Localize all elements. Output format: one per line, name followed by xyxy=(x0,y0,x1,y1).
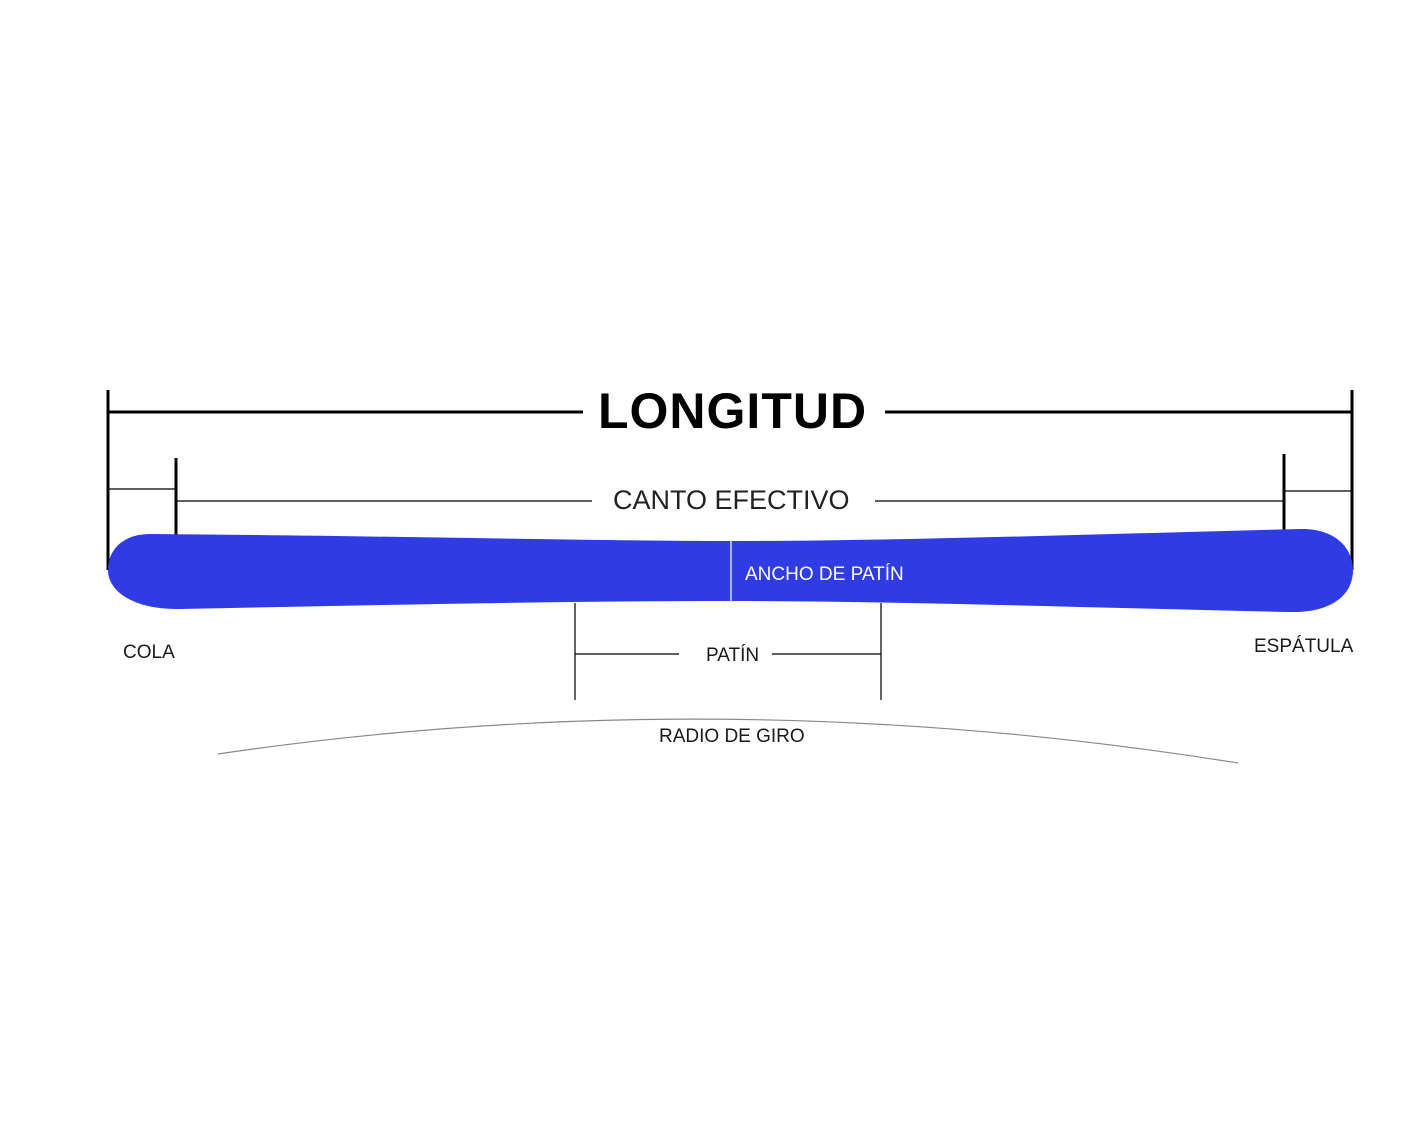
effective-edge-dimension xyxy=(108,454,1352,536)
waist-label: PATÍN xyxy=(706,645,760,666)
tail-label: COLA xyxy=(123,642,175,663)
tip-label: ESPÁTULA xyxy=(1254,636,1354,657)
turn-radius-label: RADIO DE GIRO xyxy=(659,726,805,747)
waist-width-label: ANCHO DE PATÍN xyxy=(745,564,904,585)
length-dimension xyxy=(106,390,1354,570)
diagram-title: LONGITUD xyxy=(598,383,868,439)
waist-dimension xyxy=(574,603,882,700)
effective-edge-label: CANTO EFECTIVO xyxy=(613,485,850,515)
turn-radius-arc xyxy=(217,718,1239,764)
